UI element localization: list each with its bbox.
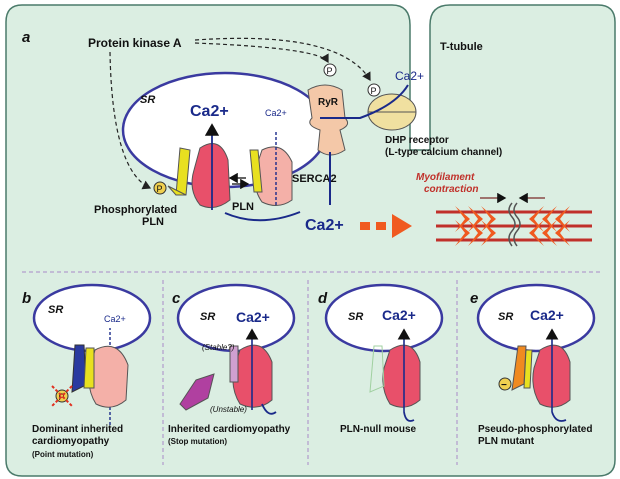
panel-d-sr <box>324 283 444 353</box>
phospho-pln-label-1: Phosphorylated <box>94 204 177 216</box>
panel-b-serca <box>88 345 129 408</box>
panel-b-caption-3: (Point mutation) <box>32 450 94 459</box>
panel-d-letter: d <box>318 290 328 307</box>
ca-influx-path <box>320 84 409 119</box>
ca-uptake-path <box>224 211 301 222</box>
pka-arrow-to-pln <box>109 51 152 190</box>
panel-a-letter: a <box>22 29 30 46</box>
panel-b-phospho-marker <box>55 389 69 403</box>
myofilament-label-1: Myofilament <box>416 172 475 183</box>
dhp-label-2: (L-type calcium channel) <box>385 147 502 158</box>
panel-e-minus-text: − <box>501 380 507 391</box>
panel-b-pln-mutant <box>71 344 95 393</box>
pln-phospho-text: P <box>157 184 163 194</box>
serca-label: SERCA2 <box>292 173 337 185</box>
panel-e-minus-marker <box>498 377 512 391</box>
panel-d-ca-label: Ca2+ <box>382 307 416 323</box>
panel-c-pln-stable <box>229 345 239 383</box>
pln-phosphorylated <box>167 147 191 196</box>
panel-a-pka-label: Protein kinase A <box>88 36 182 50</box>
ca-top-right-label: Ca2+ <box>395 69 424 83</box>
myofilament-label-2: contraction <box>424 184 478 195</box>
panel-c-caption-1: Inherited cardiomyopathy <box>168 424 291 435</box>
panel-b-sr-label: SR <box>48 304 63 316</box>
panel-e-sr <box>476 283 596 353</box>
panel-b-sr <box>32 283 152 353</box>
panel-b-caption-1: Dominant inherited <box>32 424 123 435</box>
myofilament-diagram <box>436 202 592 247</box>
panel-c-sr-label: SR <box>200 311 215 323</box>
ttubule-label: T-tubule <box>440 41 483 53</box>
pln-phospho-marker <box>153 181 167 195</box>
dhp-label-1: DHP receptor <box>385 135 449 146</box>
panel-e-ca-label: Ca2+ <box>530 307 564 323</box>
ryr-phospho-marker <box>323 63 337 77</box>
panel-d-pln-absent <box>369 345 385 393</box>
dhp-phospho-text: P <box>371 86 377 96</box>
ca-small-sr-label: Ca2+ <box>265 108 287 118</box>
panel-c-pln-unstable <box>179 373 215 411</box>
panel-c-unstable-label: (Unstable) <box>210 405 247 414</box>
panel-b-letter: b <box>22 290 31 307</box>
panel-b-ca-label: Ca2+ <box>104 314 126 324</box>
ryr-channel <box>307 84 349 156</box>
panel-e-sr-label: SR <box>498 311 513 323</box>
ca-large-sr-label: Ca2+ <box>190 103 229 120</box>
panel-e-bottom-path <box>551 411 567 422</box>
panel-c-caption-2: (Stop mutation) <box>168 437 227 446</box>
pln-label: PLN <box>232 201 254 213</box>
ca-bottom-label: Ca2+ <box>305 217 344 234</box>
dhp-receptor <box>367 93 417 131</box>
panel-c-ca-label: Ca2+ <box>236 309 270 325</box>
panel-a-sr-label: SR <box>140 94 155 106</box>
panel-d-serca <box>382 344 421 408</box>
panel-d-sr-label: SR <box>348 311 363 323</box>
ryr-phospho-text: P <box>327 66 333 76</box>
panel-b-caption-2: cardiomyopathy <box>32 436 110 447</box>
panel-d-caption-1: PLN-null mouse <box>340 424 417 435</box>
panel-e-caption-1: Pseudo-phosphorylated <box>478 424 592 435</box>
panel-e-caption-2: PLN mutant <box>478 436 535 447</box>
pln-bound <box>249 149 263 193</box>
panel-e-letter: e <box>470 290 478 307</box>
ryr-label: RyR <box>318 97 339 108</box>
serca-pump-left <box>191 143 231 209</box>
panel-d-bottom-path <box>403 411 415 422</box>
panel-c-letter: c <box>172 290 181 307</box>
panel-c-bottom-path <box>261 403 277 415</box>
panel-c-stable-label: (Stable?) <box>202 343 235 352</box>
phospho-pln-label-2: PLN <box>142 216 164 228</box>
dhp-phospho-marker <box>367 83 381 97</box>
contraction-arrow <box>360 214 412 238</box>
panel-e-pln-mutant <box>511 345 533 391</box>
